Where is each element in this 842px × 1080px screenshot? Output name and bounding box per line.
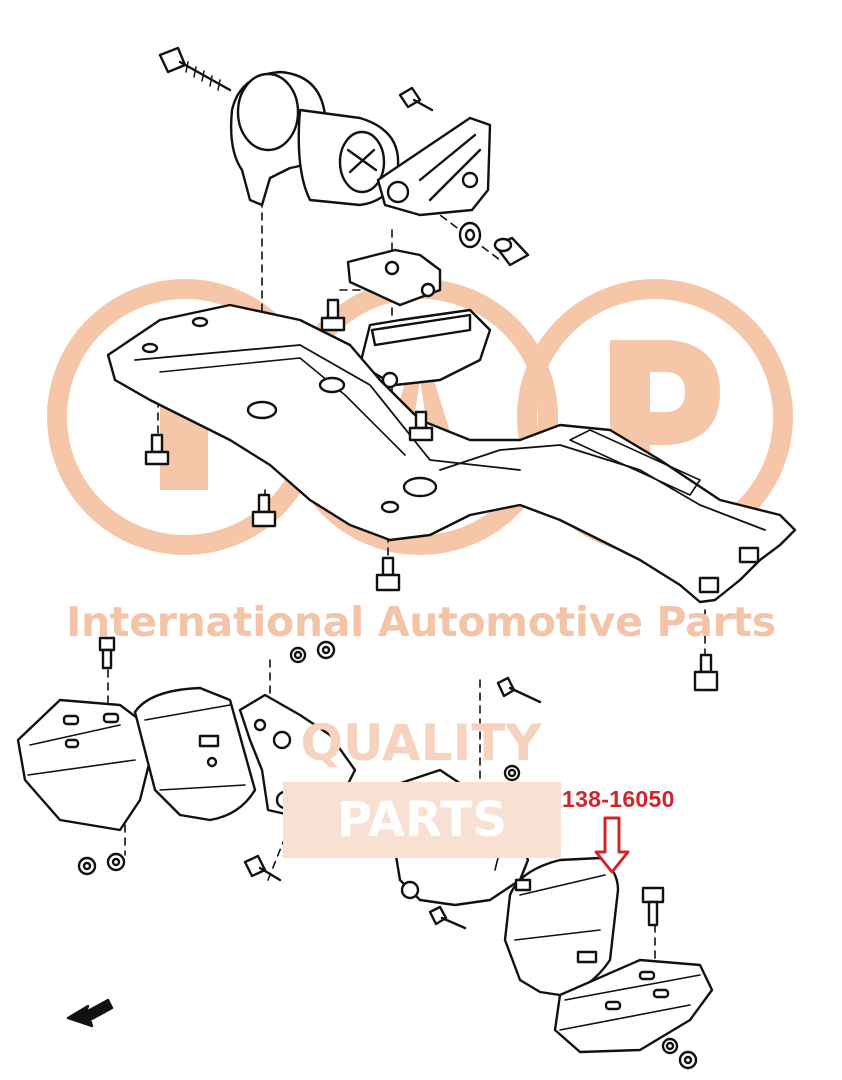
flange-bolt-icon (320, 298, 346, 332)
plate-edges (559, 974, 701, 1031)
bolt-shank (178, 60, 232, 92)
flange-bolt-icon (144, 433, 170, 466)
down-arrow-icon (594, 816, 630, 874)
company-name-watermark: International Automotive Parts (66, 598, 776, 646)
nut-icon (289, 646, 307, 664)
bushing-spokes (346, 148, 378, 174)
bolt-head (398, 86, 422, 109)
crossmember-hole (191, 316, 209, 328)
bolt-icon (398, 86, 434, 112)
nut-icon (106, 852, 126, 872)
bracket-hole (400, 880, 420, 900)
mount-stud (198, 734, 220, 748)
plate-body (553, 958, 714, 1054)
bracket-slot (64, 738, 80, 749)
plate-slot (638, 970, 656, 981)
flange-bolt-icon (375, 556, 401, 592)
bracket-body (16, 698, 152, 832)
crossmember-hole (246, 400, 278, 420)
mount-bore (236, 72, 300, 152)
bracket-hole (253, 718, 267, 732)
bracket-hole (461, 171, 479, 189)
mount-stud (420, 282, 436, 298)
mount-rubber-body (503, 856, 620, 997)
mount-hole (206, 756, 218, 768)
mount-top-face (370, 313, 472, 347)
mount-stud (381, 371, 399, 389)
bracket-hole (272, 730, 292, 750)
rubber-body (133, 686, 257, 822)
hex-bolt-icon (158, 46, 232, 92)
crossmember-hole (141, 342, 159, 354)
bolt-threads (185, 61, 221, 91)
crossmember-ribs (134, 344, 766, 531)
spacer-nut-icon (493, 236, 530, 267)
left-mount-bracket (16, 698, 152, 832)
crossmember-outline (106, 303, 797, 604)
quality-badge-line1: QUALITY (300, 714, 542, 772)
nut-icon (661, 1037, 679, 1055)
plate-slot (604, 1000, 622, 1011)
flange-bolt-icon (98, 636, 116, 670)
bracket-slot (62, 714, 80, 726)
mount-stud (576, 950, 598, 964)
bolt-icon (428, 905, 467, 930)
mount-stud (384, 260, 400, 276)
bracket-hole (386, 180, 410, 204)
bracket-ribs (418, 133, 482, 202)
washer-hole (464, 228, 476, 242)
forward-direction-arrow-icon (66, 998, 114, 1028)
nut-icon (77, 856, 97, 876)
bolt-icon (243, 854, 282, 882)
mount-rubber-edges (514, 874, 606, 941)
flange-bolt-icon (641, 886, 665, 927)
nut-icon (503, 764, 521, 782)
bracket-slot (102, 712, 120, 724)
bracket-edges (27, 724, 136, 776)
crossmember-hole (318, 376, 346, 394)
mount-stud (514, 878, 532, 892)
flange-bolt-icon (693, 653, 719, 692)
flange-bolt-icon (408, 410, 434, 442)
bolt-icon (496, 676, 542, 704)
line-art (16, 46, 797, 1070)
crossmember-hole (402, 476, 438, 498)
highlighted-engine-mount (503, 856, 620, 997)
crossmember-channel (569, 429, 701, 496)
bolt-head (158, 46, 187, 74)
rubber-edges (144, 704, 246, 791)
crossmember-nut (738, 546, 760, 564)
mount-top-plate (346, 248, 442, 307)
crossmember-hole (380, 500, 400, 514)
plate-slot (652, 988, 670, 999)
crossmember (106, 303, 797, 604)
crossmember-flange (159, 357, 406, 456)
transmission-mount (346, 248, 492, 389)
nut-icon (678, 1050, 698, 1070)
upper-right-bracket (376, 116, 492, 217)
crossmember-nut (698, 576, 720, 594)
bolt-shank (412, 98, 434, 112)
part-number-label: 138-16050 (562, 786, 675, 812)
left-rubber-mount (133, 686, 257, 822)
quality-badge-line2: PARTS (283, 782, 561, 858)
nut-icon (316, 640, 336, 660)
upper-engine-mount (229, 70, 400, 207)
lower-right-plate (553, 958, 714, 1054)
flange-bolt-icon (251, 493, 277, 528)
